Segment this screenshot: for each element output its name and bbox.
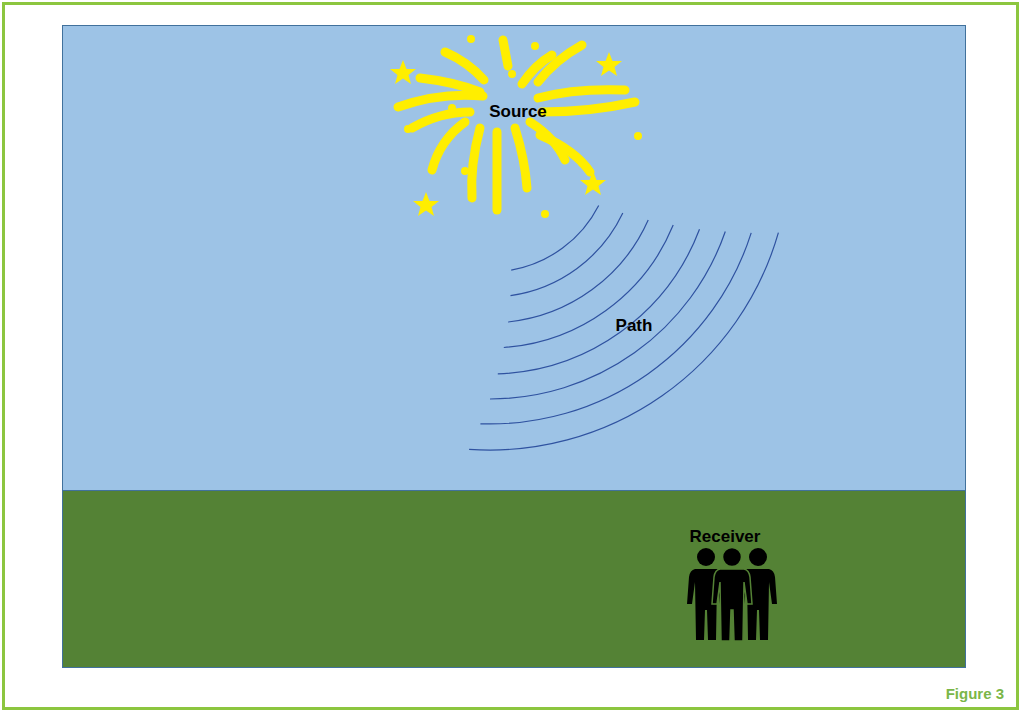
path-label: Path: [616, 316, 653, 336]
sound-wave: [511, 205, 599, 270]
spark: [467, 35, 475, 43]
figure-caption: Figure 3: [946, 685, 1004, 702]
spark: [404, 125, 412, 133]
person-body: [712, 569, 752, 641]
spark: [578, 159, 586, 167]
sound-wave: [508, 220, 648, 322]
source-label: Source: [489, 102, 547, 122]
sky: [63, 26, 966, 491]
star: [580, 171, 606, 195]
firework: [398, 40, 635, 210]
frame-border: [4, 4, 1018, 709]
firework-ray: [515, 128, 527, 188]
firework-ray: [432, 122, 465, 170]
sound-wave: [498, 229, 700, 374]
firework-ray: [540, 135, 590, 172]
person-head: [723, 548, 742, 567]
person-head: [697, 548, 715, 566]
star: [413, 192, 439, 216]
spark: [531, 42, 539, 50]
ground: [63, 491, 966, 668]
people: [687, 548, 777, 642]
firework-ray: [538, 45, 582, 82]
spark: [508, 70, 516, 78]
sound-wave: [469, 233, 778, 450]
person: [712, 548, 752, 642]
spark: [541, 210, 549, 218]
star: [390, 60, 416, 84]
person: [687, 548, 725, 640]
firework-ray: [493, 132, 502, 210]
sound-wave: [511, 213, 623, 296]
sound-wave: [480, 233, 751, 424]
firework-ray: [445, 52, 484, 80]
sound-waves: [469, 205, 778, 450]
person-head: [749, 548, 767, 566]
firework-ray: [542, 102, 635, 112]
firework-ray: [398, 95, 483, 107]
firework-ray: [420, 78, 480, 92]
firework-ray: [412, 112, 470, 128]
spark: [634, 132, 642, 140]
person: [739, 548, 777, 640]
star: [596, 52, 622, 76]
spark: [461, 167, 469, 175]
firework-sparks: [390, 35, 642, 218]
firework-ray: [538, 90, 625, 98]
firework-ray: [472, 128, 480, 198]
sound-wave: [504, 225, 673, 347]
firework-ray: [503, 40, 508, 66]
spark: [448, 104, 456, 112]
receiver-label: Receiver: [690, 527, 761, 547]
